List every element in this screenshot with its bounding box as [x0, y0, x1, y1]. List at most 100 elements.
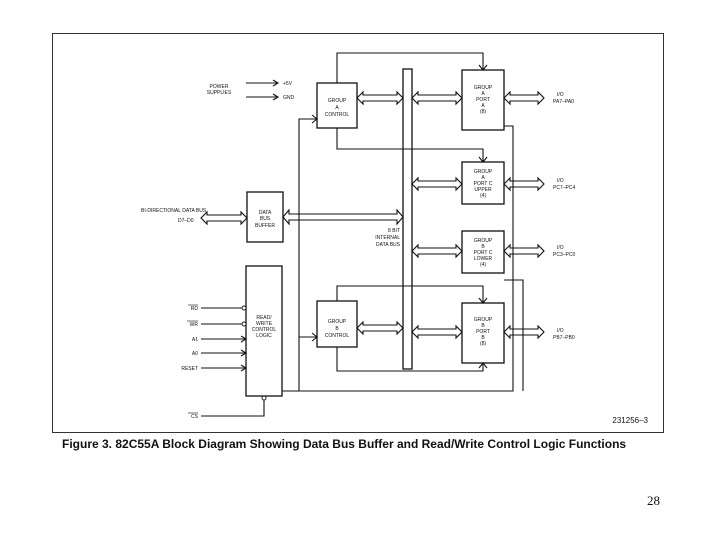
port-b-text-4: B — [481, 335, 485, 341]
port-a-text-4: A — [481, 103, 485, 109]
port-b-io-arrow — [503, 324, 545, 340]
gnd-label: GND — [283, 95, 295, 101]
io-a-label: I/O — [557, 92, 564, 98]
figure-frame: POWER SUPPLIES +5V GND GROUP A CONTROL G… — [52, 33, 664, 433]
rw-to-group-a-line — [298, 118, 317, 391]
group-a-to-port-a-arrowhead — [478, 64, 488, 71]
data-bus-buffer-text-1: DATA — [259, 210, 272, 216]
group-a-control-text-2: A — [335, 105, 339, 111]
a0-arrowhead — [240, 349, 248, 357]
reset-label: RESET — [181, 366, 198, 372]
a0-label: A0 — [192, 351, 198, 357]
group-a-port-c-upper-block — [461, 161, 505, 205]
reset-arrowhead — [240, 364, 248, 372]
port-a-text-3: PORT — [476, 97, 490, 103]
port-c-upper-text-5: (4) — [480, 193, 486, 199]
rw-logic-text-1: READ/ — [256, 315, 272, 321]
port-b-text-2: B — [481, 323, 485, 329]
data-bus-buffer-text-3: BUFFER — [255, 223, 275, 229]
data-bus-buffer-block — [246, 191, 284, 243]
io-c-lower-pins: PC3–PC0 — [553, 252, 575, 258]
bidirectional-bus-pins: D7–D0 — [178, 218, 194, 224]
port-c-upper-text-4: UPPER — [474, 187, 492, 193]
group-a-port-a-block — [461, 69, 505, 131]
io-b-label: I/O — [557, 328, 564, 334]
internal-data-bus — [402, 68, 413, 370]
group-a-control-text-1: GROUP — [328, 98, 347, 104]
rw-logic-text-3: CONTROL — [252, 327, 277, 333]
port-c-lower-text-3: PORT C — [474, 250, 493, 256]
port-c-upper-bus-arrow — [411, 176, 463, 192]
right-feedback-line-b — [504, 279, 524, 391]
block-diagram: POWER SUPPLIES +5V GND GROUP A CONTROL G… — [141, 52, 649, 425]
group-a-to-port-c-upper-arrowhead — [478, 156, 488, 163]
plus5v-label: +5V — [283, 81, 293, 87]
port-c-lower-text-2: B — [481, 244, 485, 250]
port-c-upper-text-3: PORT C — [474, 181, 493, 187]
port-a-bus-arrow — [411, 90, 463, 106]
port-b-text-3: PORT — [476, 329, 490, 335]
rw-logic-text-2: WRITE — [256, 321, 273, 327]
read-write-control-logic-block — [245, 265, 283, 397]
port-b-text-5: (8) — [480, 341, 486, 347]
io-a-pins: PA7–PA0 — [553, 99, 574, 105]
internal-bus-label-1: 8 BIT — [388, 228, 400, 234]
port-c-lower-text-1: GROUP — [474, 238, 493, 244]
port-a-io-arrow — [503, 90, 545, 106]
rd-label: RD — [191, 306, 199, 312]
figure-code: 231256–3 — [612, 416, 648, 425]
io-c-upper-pins: PC7–PC4 — [553, 185, 575, 191]
group-a-control-block — [316, 82, 358, 129]
port-a-text-2: A — [481, 91, 485, 97]
group-b-control-text-3: CONTROL — [325, 333, 350, 339]
external-data-bus-arrow — [200, 210, 248, 226]
buffer-to-internal-bus-arrow — [282, 208, 404, 226]
group-b-control-text-2: B — [335, 326, 339, 332]
port-a-text-5: (8) — [480, 109, 486, 115]
group-b-control-text-1: GROUP — [328, 319, 347, 325]
port-c-lower-text-4: LOWER — [474, 256, 493, 262]
wr-pin — [241, 321, 247, 327]
port-c-upper-text-2: A — [481, 175, 485, 181]
cs-label: CS — [191, 414, 199, 420]
internal-bus-label-2: INTERNAL — [375, 235, 400, 241]
group-a-control-text-3: CONTROL — [325, 112, 350, 118]
gnd-arrowhead — [272, 93, 280, 101]
port-c-lower-bus-arrow — [411, 243, 463, 259]
group-b-control-bus-arrow — [356, 320, 404, 336]
io-c-lower-label: I/O — [557, 245, 564, 251]
group-b-port-c-lower-block — [461, 230, 505, 274]
internal-bus-label-3: DATA BUS — [376, 242, 401, 248]
port-b-text-1: GROUP — [474, 317, 493, 323]
page-number: 28 — [647, 493, 660, 508]
group-a-to-port-c-upper-line — [336, 128, 484, 162]
rw-to-group-a-arrowhead — [311, 114, 318, 124]
port-c-lower-io-arrow — [503, 243, 545, 259]
group-b-to-port-c-lower-arrowhead — [478, 362, 488, 369]
a1-arrowhead — [240, 335, 248, 343]
group-b-to-port-b-line — [336, 285, 484, 303]
group-a-control-bus-arrow — [356, 90, 404, 106]
port-b-bus-arrow — [411, 324, 463, 340]
plus5v-arrowhead — [272, 79, 280, 87]
cs-line — [201, 400, 265, 417]
port-c-upper-text-1: GROUP — [474, 169, 493, 175]
port-c-lower-text-5: (4) — [480, 262, 486, 268]
a1-label: A1 — [192, 337, 198, 343]
io-c-upper-label: I/O — [557, 178, 564, 184]
cs-pin — [261, 395, 267, 401]
rd-pin — [241, 305, 247, 311]
port-a-text-1: GROUP — [474, 85, 493, 91]
bidirectional-bus-label: BI-DIRECTIONAL DATA BUS — [141, 208, 207, 214]
group-a-to-port-a-line — [336, 52, 484, 83]
data-bus-buffer-text-2: BUS — [260, 216, 271, 222]
power-supplies-label-1: POWER — [210, 84, 229, 90]
power-supplies-label-2: SUPPLIES — [207, 90, 232, 96]
port-c-upper-io-arrow — [503, 176, 545, 192]
rw-logic-text-4: LOGIC — [256, 333, 272, 339]
io-b-pins: PB7–PB0 — [553, 335, 575, 341]
rw-to-group-b-arrowhead — [311, 332, 318, 342]
right-feedback-line-a — [299, 125, 514, 392]
figure-caption: Figure 3. 82C55A Block Diagram Showing D… — [62, 437, 627, 451]
wr-label: WR — [190, 322, 199, 328]
